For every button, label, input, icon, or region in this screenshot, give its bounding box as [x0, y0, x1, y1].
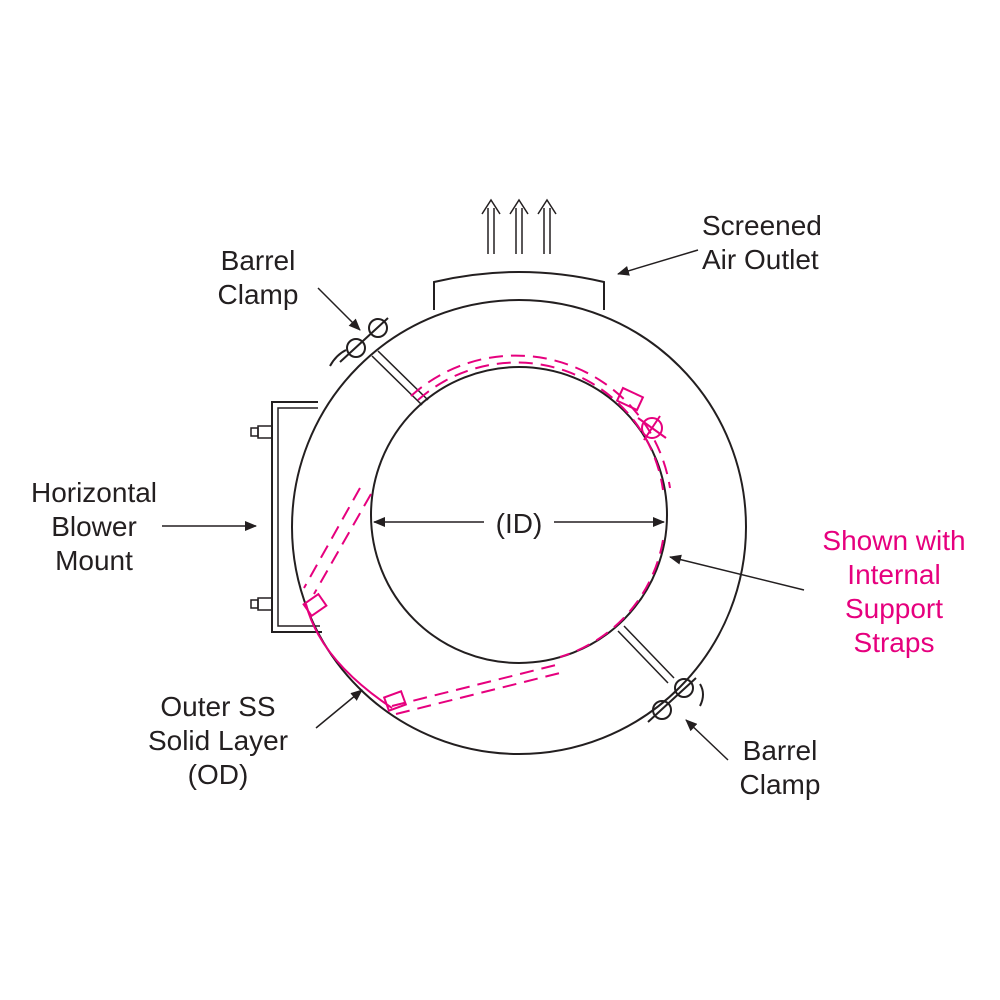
svg-text:Air Outlet: Air Outlet: [702, 244, 819, 275]
svg-text:Barrel: Barrel: [743, 735, 818, 766]
label-barrel-clamp-bottom: Barrel Clamp: [740, 735, 821, 800]
svg-text:Internal: Internal: [847, 559, 940, 590]
support-rods: [371, 350, 675, 684]
airflow-arrow: [537, 198, 557, 254]
strap-bracket: [382, 690, 408, 712]
airflow-arrow: [509, 198, 529, 254]
leader-screened-outlet: [617, 249, 699, 276]
screened-air-outlet: [433, 271, 605, 310]
barrel-clamp-top: [329, 317, 389, 367]
airflow-arrow: [481, 198, 501, 254]
svg-text:Shown with: Shown with: [822, 525, 965, 556]
label-outer-ss-solid-layer: Outer SS Solid Layer (OD): [148, 691, 288, 790]
label-horizontal-blower-mount: Horizontal Blower Mount: [31, 477, 157, 576]
leader-barrel-clamp-top: [317, 287, 361, 331]
label-screened-air-outlet: Screened Air Outlet: [702, 210, 822, 275]
svg-text:Support: Support: [845, 593, 943, 624]
svg-text:Solid Layer: Solid Layer: [148, 725, 288, 756]
leader-support-straps: [669, 554, 805, 591]
horizontal-blower-mount: [250, 401, 322, 633]
svg-text:Clamp: Clamp: [740, 769, 821, 800]
leader-barrel-clamp-bottom: [685, 719, 729, 761]
svg-text:(OD): (OD): [188, 759, 249, 790]
airflow-arrows: [481, 198, 557, 254]
svg-text:Straps: Straps: [854, 627, 935, 658]
label-support-straps: Shown with Internal Support Straps: [822, 525, 965, 658]
mount-bolt: [250, 425, 273, 439]
leader-arrows: [162, 249, 805, 761]
label-inner-diameter: (ID): [496, 508, 543, 539]
barrel-clamp-bottom: [647, 677, 704, 723]
strap-buckle: [615, 386, 667, 441]
svg-text:Clamp: Clamp: [218, 279, 299, 310]
internal-support-straps: [302, 354, 671, 715]
outer-ss-solid-layer: [291, 299, 747, 755]
mount-bolt: [250, 597, 273, 611]
label-barrel-clamp-top: Barrel Clamp: [218, 245, 299, 310]
svg-text:Outer SS: Outer SS: [160, 691, 275, 722]
strap-bracket: [302, 592, 328, 618]
svg-text:Mount: Mount: [55, 545, 133, 576]
svg-text:Screened: Screened: [702, 210, 822, 241]
inner-diameter-circle: [370, 366, 668, 664]
leader-outer-layer: [315, 689, 363, 729]
svg-text:Blower: Blower: [51, 511, 137, 542]
svg-text:Barrel: Barrel: [221, 245, 296, 276]
svg-text:Horizontal: Horizontal: [31, 477, 157, 508]
